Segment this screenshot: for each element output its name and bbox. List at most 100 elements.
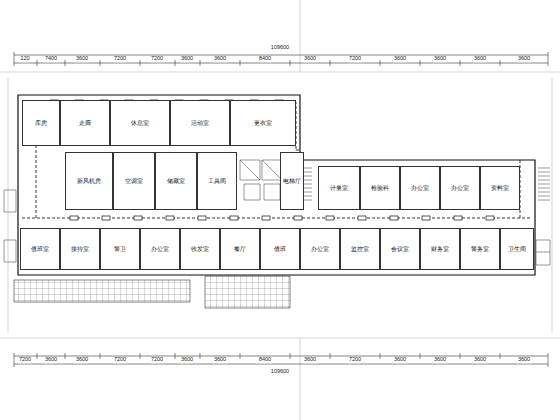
room-name: 新风机房	[77, 178, 101, 184]
room-name: 接待室	[71, 246, 89, 252]
dimension-text: 7400	[44, 56, 58, 62]
dimension-text: 3600	[180, 357, 194, 363]
dimension-text: 3600	[213, 56, 227, 62]
room-box: 工具间	[197, 152, 237, 210]
ac-unit-symbol	[326, 216, 334, 220]
room-box: 会议室	[380, 228, 420, 270]
ac-unit-symbol	[102, 216, 110, 220]
dimension-text: 3600	[517, 56, 531, 62]
dimension-text: 3600	[517, 357, 531, 363]
room-name: 办公室	[151, 246, 169, 252]
room-name: 休息室	[131, 120, 149, 126]
ac-unit-symbol	[454, 216, 462, 220]
room-box: 餐厅	[220, 228, 260, 270]
room-name: 财务室	[431, 246, 449, 252]
dimension-text: 7200	[18, 357, 32, 363]
room-box: 库房	[22, 100, 60, 146]
dimension-text: 7200	[150, 56, 164, 62]
room-box: 更衣室	[230, 100, 296, 146]
dimension-text: 3600	[75, 357, 89, 363]
dimension-text: 3600	[433, 357, 447, 363]
dimension-text: 3600	[473, 357, 487, 363]
dimension-text: 3600	[473, 56, 487, 62]
room-name: 收发室	[191, 246, 209, 252]
room-box: 走廊	[60, 100, 110, 146]
room-name: 空调室	[125, 178, 143, 184]
room-box: 监控室	[340, 228, 380, 270]
room-name: 警卫	[114, 246, 126, 252]
room-name: 库房	[35, 120, 47, 126]
ac-unit-symbol	[198, 216, 206, 220]
ac-unit-symbol	[134, 216, 142, 220]
dimension-text: 7200	[348, 357, 362, 363]
room-box: 办公室	[140, 228, 180, 270]
ac-unit-symbol	[230, 216, 238, 220]
dimension-text: 8400	[258, 357, 272, 363]
room-box: 办公室	[400, 166, 440, 210]
room-name: 走廊	[79, 120, 91, 126]
room-box: 办公室	[440, 166, 480, 210]
room-box: 办公室	[300, 228, 340, 270]
ac-unit-symbol	[390, 216, 398, 220]
dimension-text: 120	[19, 56, 30, 62]
dimension-text: 7200	[113, 357, 127, 363]
dimension-text: 3600	[433, 56, 447, 62]
room-name: 警务室	[471, 246, 489, 252]
room-box: 收发室	[180, 228, 220, 270]
dimension-text: 3600	[393, 56, 407, 62]
dimension-text: 3600	[303, 357, 317, 363]
room-name: 卫生间	[508, 246, 526, 252]
room-box: 值班	[260, 228, 300, 270]
room-name: 计量室	[330, 185, 348, 191]
dimension-text: 3600	[303, 56, 317, 62]
room-name: 更衣室	[254, 120, 272, 126]
room-box: 空调室	[113, 152, 155, 210]
room-name: 餐厅	[234, 246, 246, 252]
dimension-text: 7200	[150, 357, 164, 363]
ac-unit-symbol	[422, 216, 430, 220]
room-name: 储藏室	[167, 178, 185, 184]
ac-unit-symbol	[70, 216, 78, 220]
dimension-text: 3600	[75, 56, 89, 62]
room-box: 资料室	[480, 166, 520, 210]
room-name: 值班	[274, 246, 286, 252]
room-box: 电梯厅	[280, 152, 304, 210]
ac-unit-symbol	[358, 216, 366, 220]
room-box: 卫生间	[500, 228, 534, 270]
dimension-text: 3600	[213, 357, 227, 363]
room-name: 监控室	[351, 246, 369, 252]
dimension-text: 3600	[393, 357, 407, 363]
room-box: 新风机房	[65, 152, 113, 210]
room-name: 活动室	[191, 120, 209, 126]
room-name: 检验科	[371, 185, 389, 191]
room-box: 检验科	[360, 166, 400, 210]
dimension-text: 7200	[113, 56, 127, 62]
room-box: 休息室	[110, 100, 170, 146]
ac-unit-symbol	[166, 216, 174, 220]
room-name: 会议室	[391, 246, 409, 252]
room-box: 计量室	[318, 166, 360, 210]
dimension-text: 3600	[180, 56, 194, 62]
dimension-text: 109600	[270, 45, 290, 51]
dimension-text: 3600	[44, 357, 58, 363]
room-box: 警务室	[460, 228, 500, 270]
dimension-text: 109600	[270, 369, 290, 375]
room-name: 办公室	[451, 185, 469, 191]
dimension-text: 7200	[348, 56, 362, 62]
room-box: 储藏室	[155, 152, 197, 210]
ac-unit-symbol	[294, 216, 302, 220]
room-name: 值班室	[31, 246, 49, 252]
room-name: 电梯厅	[283, 178, 301, 184]
room-box: 活动室	[170, 100, 230, 146]
room-box: 接待室	[60, 228, 100, 270]
room-name: 资料室	[491, 185, 509, 191]
room-name: 办公室	[411, 185, 429, 191]
ac-unit-symbol	[486, 216, 494, 220]
ac-unit-symbol	[262, 216, 270, 220]
room-box: 警卫	[100, 228, 140, 270]
room-name: 办公室	[311, 246, 329, 252]
dimension-text: 8400	[258, 56, 272, 62]
room-name: 工具间	[208, 178, 226, 184]
room-box: 财务室	[420, 228, 460, 270]
